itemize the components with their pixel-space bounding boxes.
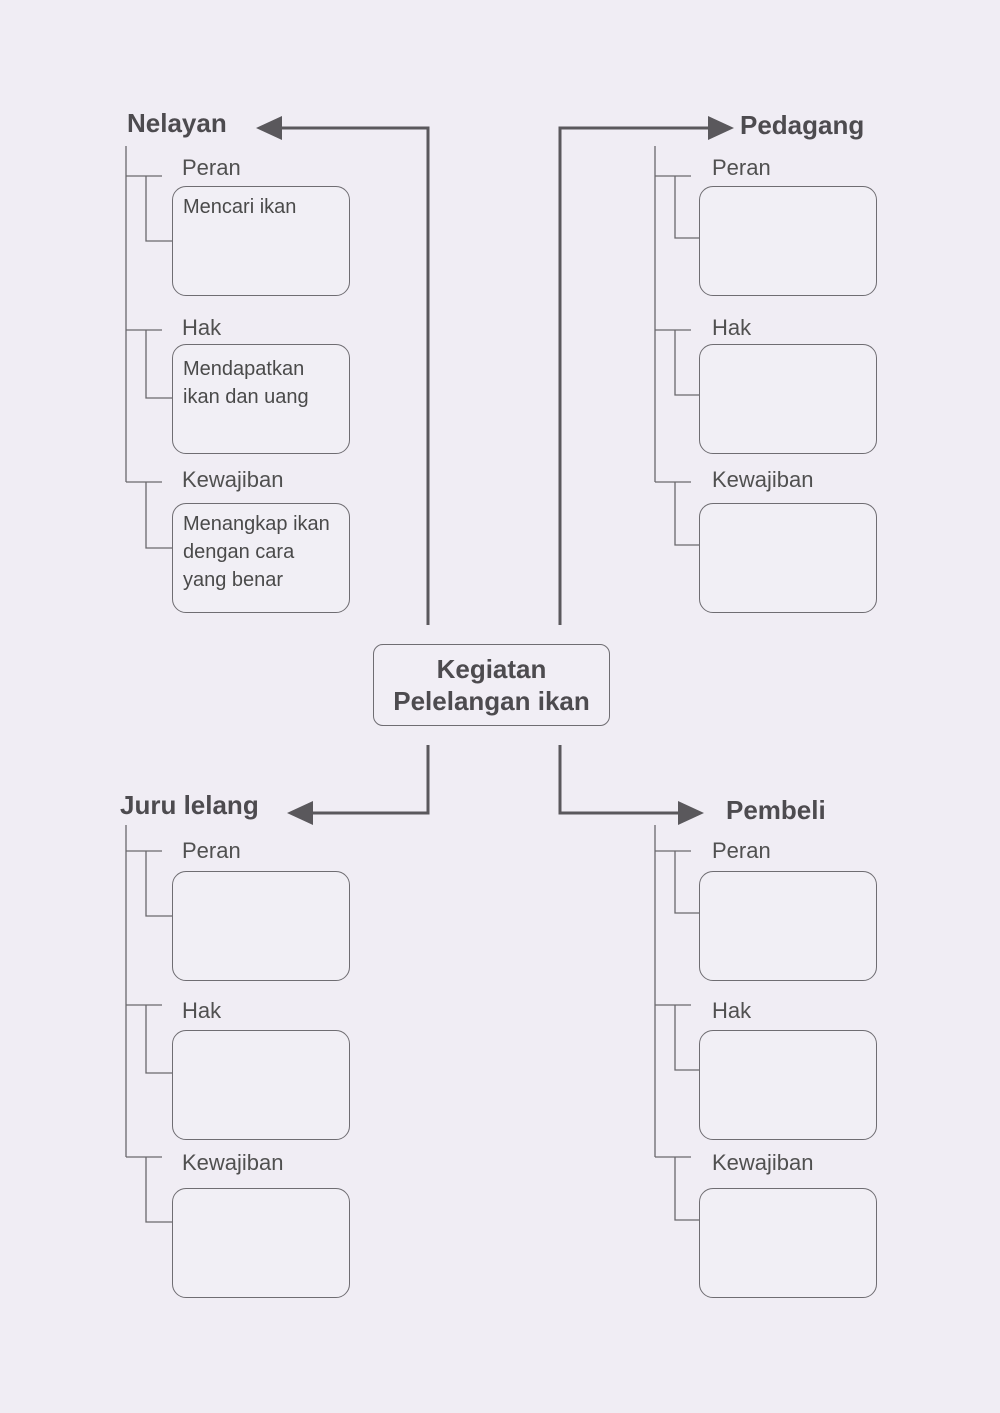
box-juru-lelang-kewajiban[interactable] xyxy=(172,1188,350,1298)
section-title-nelayan: Nelayan xyxy=(127,108,227,138)
section-title-juru-lelang: Juru lelang xyxy=(120,790,259,820)
bracket-pembeli xyxy=(654,825,699,1221)
box-pedagang-kewajiban[interactable] xyxy=(699,503,877,613)
arrowhead-juru-lelang xyxy=(287,801,313,825)
arrow-to-juru-lelang xyxy=(310,745,430,815)
box-pedagang-peran[interactable] xyxy=(699,186,877,296)
label-juru-lelang-kewajiban: Kewajiban xyxy=(182,1150,284,1175)
label-pembeli-peran: Peran xyxy=(712,838,771,863)
box-juru-lelang-peran[interactable] xyxy=(172,871,350,981)
center-topic-line2: Pelelangan ikan xyxy=(393,686,590,716)
label-pedagang-kewajiban: Kewajiban xyxy=(712,467,814,492)
label-juru-lelang-hak: Hak xyxy=(182,998,222,1023)
box-pembeli-peran[interactable] xyxy=(699,871,877,981)
box-pembeli-hak[interactable] xyxy=(699,1030,877,1140)
box-nelayan-hak[interactable]: Mendapatkan ikan dan uang xyxy=(172,344,350,454)
box-juru-lelang-hak[interactable] xyxy=(172,1030,350,1140)
label-nelayan-hak: Hak xyxy=(182,315,222,340)
label-nelayan-kewajiban: Kewajiban xyxy=(182,467,284,492)
label-nelayan-peran: Peran xyxy=(182,155,241,180)
label-pembeli-hak: Hak xyxy=(712,998,752,1023)
box-pembeli-kewajiban[interactable] xyxy=(699,1188,877,1298)
section-title-pedagang: Pedagang xyxy=(740,110,865,140)
bracket-juru-lelang xyxy=(125,825,172,1223)
arrowhead-pembeli xyxy=(678,801,704,825)
arrow-to-pedagang xyxy=(558,126,712,625)
arrowhead-pedagang xyxy=(708,116,734,140)
box-nelayan-peran[interactable]: Mencari ikan xyxy=(172,186,350,296)
section-title-pembeli: Pembeli xyxy=(726,795,826,825)
label-juru-lelang-peran: Peran xyxy=(182,838,241,863)
arrow-to-nelayan xyxy=(280,126,430,625)
box-pedagang-hak[interactable] xyxy=(699,344,877,454)
center-topic-box: Kegiatan Pelelangan ikan xyxy=(373,644,610,726)
label-pedagang-hak: Hak xyxy=(712,315,752,340)
center-topic-line1: Kegiatan xyxy=(436,654,547,684)
label-pedagang-peran: Peran xyxy=(712,155,771,180)
bracket-pedagang xyxy=(654,146,699,546)
label-pembeli-kewajiban: Kewajiban xyxy=(712,1150,814,1175)
bracket-nelayan xyxy=(125,146,172,549)
arrowhead-nelayan xyxy=(256,116,282,140)
box-nelayan-kewajiban[interactable]: Menangkap ikan dengan cara yang benar xyxy=(172,503,350,613)
arrow-to-pembeli xyxy=(558,745,680,815)
